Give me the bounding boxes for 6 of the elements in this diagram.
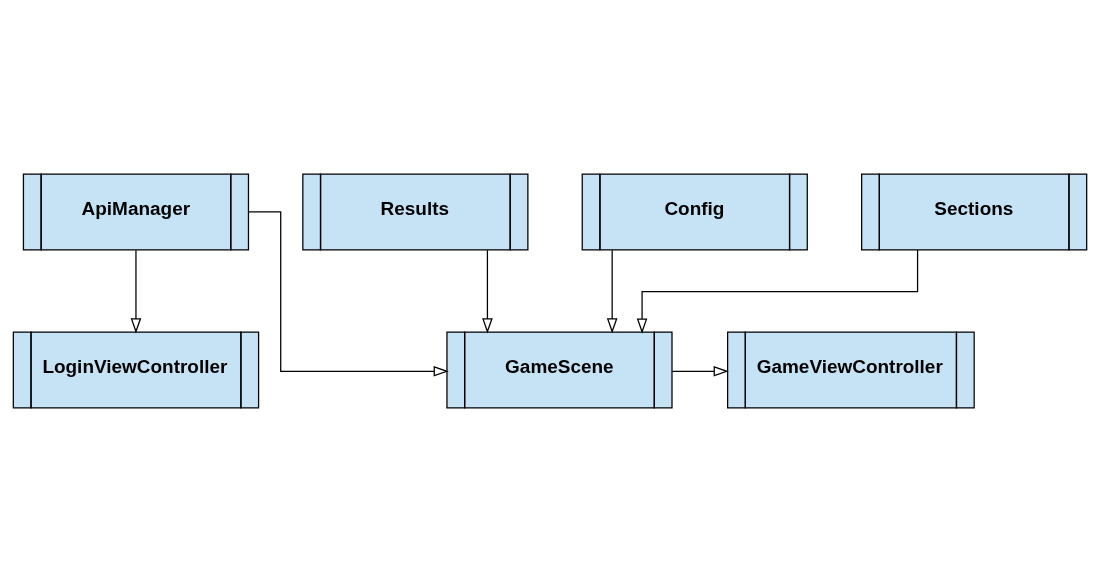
arrow [482,249,493,334]
arrow [606,249,618,334]
arrow [671,365,729,377]
arrow [247,211,449,377]
arrow [130,249,142,334]
arrow [636,249,919,334]
